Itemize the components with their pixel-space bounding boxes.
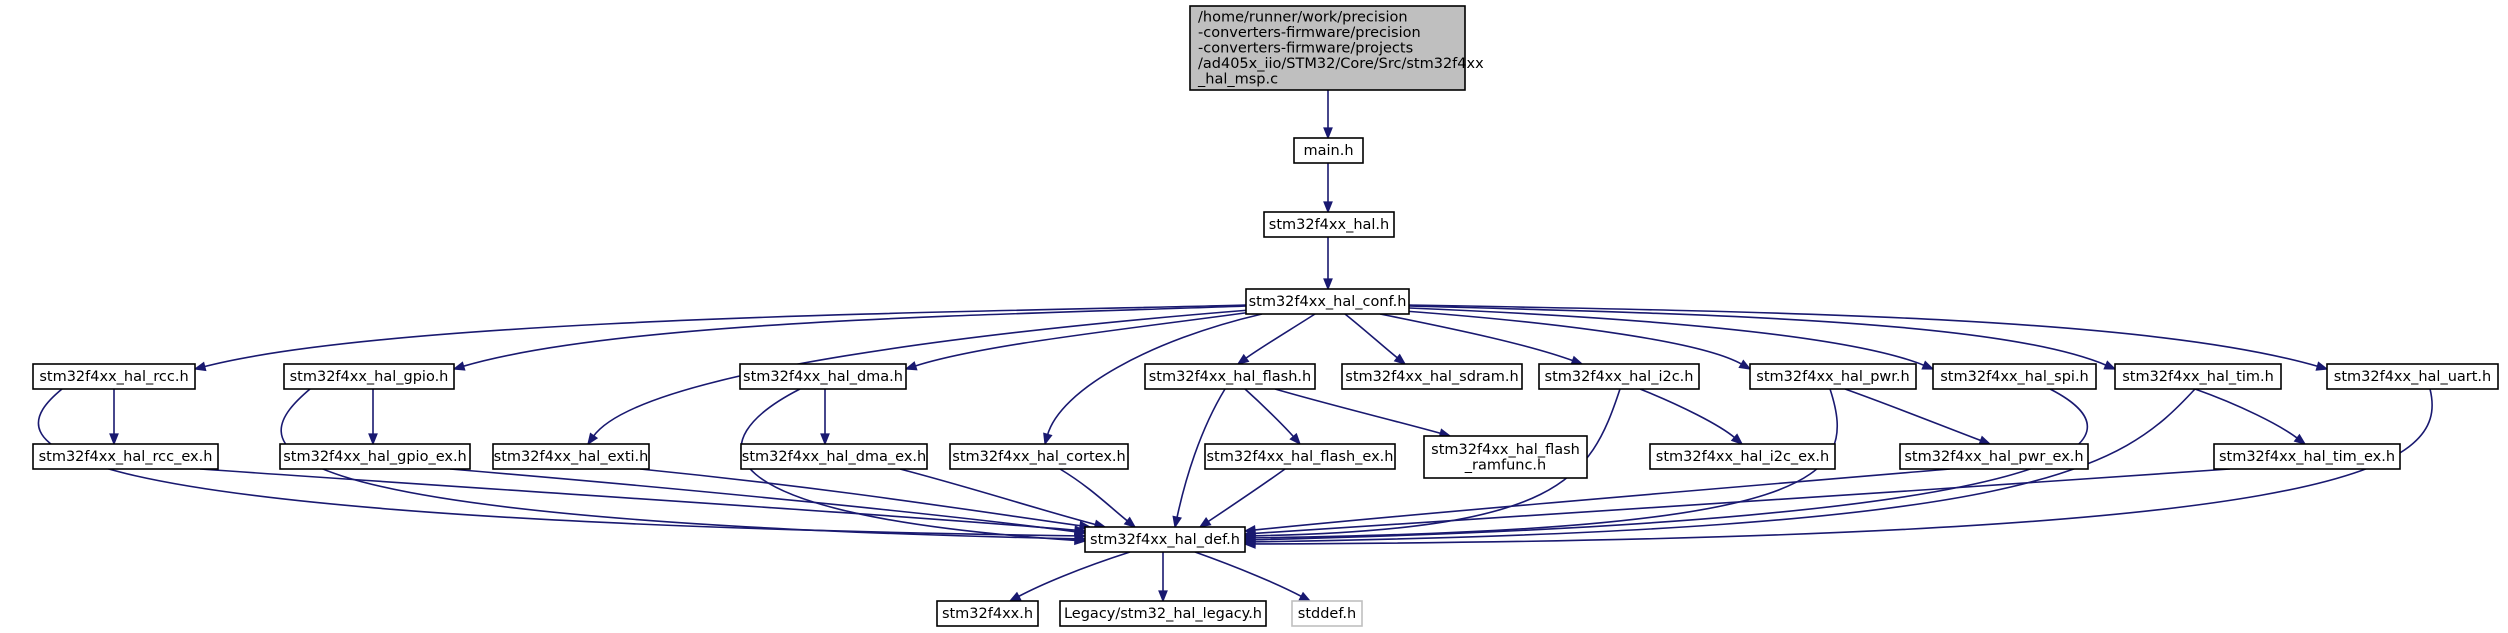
node-label: stm32f4xx_hal_exti.h [494,449,649,465]
graph-edges [37,90,2433,603]
edge-rcc_h-to-rcc_ex_h [109,389,119,446]
node-label: main.h [1303,143,1353,159]
node-dma-h[interactable]: stm32f4xx_hal_dma.h [739,363,907,390]
node-flash-ex-h[interactable]: stm32f4xx_hal_flash_ex.h [1204,443,1396,470]
node-label: stm32f4xx_hal_tim.h [2122,369,2274,385]
edge-def_h-to-stm32f4xx_h [1008,551,1131,602]
edge-flash_ex_h-to-def_h [1198,468,1286,528]
node-exti-h[interactable]: stm32f4xx_hal_exti.h [492,443,650,470]
node-label: /home/runner/work/precision [1198,10,1408,26]
node-label: stm32f4xx.h [942,606,1033,622]
edge-gpio_ex_h-to-def_h [449,468,1087,537]
node-label: stm32f4xx_hal_flash_ex.h [1207,449,1394,465]
edge-conf_h-to-pwr_h [1403,310,1752,370]
node-cortex-h[interactable]: stm32f4xx_hal_cortex.h [949,443,1129,470]
node-def-h[interactable]: stm32f4xx_hal_def.h [1084,526,1246,553]
edge-pwr_ex_h-to-def_h [1243,468,1951,535]
edge-gpio_h-to-gpio_ex_h [368,389,378,446]
node-label: stm32f4xx_hal_rcc_ex.h [39,449,213,465]
node-label: stm32f4xx_hal_conf.h [1249,294,1407,310]
edge-conf_h-to-sdram_h [1344,313,1407,366]
edge-conf_h-to-spi_h [1408,307,1935,370]
node-main-h[interactable]: main.h [1293,137,1364,164]
node-label: stm32f4xx_hal_rcc.h [39,369,188,385]
node-label: Legacy/stm32_hal_legacy.h [1064,606,1262,622]
edge-pwr_h-to-pwr_ex_h [1844,388,1992,445]
node-conf-h[interactable]: stm32f4xx_hal_conf.h [1245,288,1410,315]
edge-main_h-to-hal_h [1323,163,1333,214]
edge-dma_h-to-dma_ex_h [820,389,830,446]
node-label: stm32f4xx_hal_uart.h [2334,369,2491,385]
edge-root-to-main_h [1323,90,1333,140]
node-legacy-h[interactable]: Legacy/stm32_hal_legacy.h [1059,600,1267,627]
node-sdram-h[interactable]: stm32f4xx_hal_sdram.h [1341,363,1523,390]
node-pwr-ex-h[interactable]: stm32f4xx_hal_pwr_ex.h [1899,443,2089,470]
edge-conf_h-to-uart_h [1408,304,2329,371]
node-label: stddef.h [1298,606,1356,622]
edge-exti_h-to-def_h [639,468,1092,531]
edge-conf_h-to-cortex_h [1043,313,1263,446]
edge-flash_h-to-def_h [1172,388,1226,529]
node-label: _hal_msp.c [1197,72,1278,88]
node-pwr-h[interactable]: stm32f4xx_hal_pwr.h [1749,363,1917,390]
node-gpio-h[interactable]: stm32f4xx_hal_gpio.h [283,363,455,390]
node-label: stm32f4xx_hal_gpio.h [290,369,449,385]
node-rcc-h[interactable]: stm32f4xx_hal_rcc.h [32,363,196,390]
node-label: stm32f4xx_hal_pwr_ex.h [1904,449,2083,465]
node-tim-ex-h[interactable]: stm32f4xx_hal_tim_ex.h [2213,443,2401,470]
edge-uart_h-to-def_h [1243,388,2433,549]
node-label: stm32f4xx_hal_pwr.h [1756,369,1909,385]
node-uart-h[interactable]: stm32f4xx_hal_uart.h [2326,363,2499,390]
node-i2c-h[interactable]: stm32f4xx_hal_i2c.h [1538,363,1700,390]
edge-hal_h-to-conf_h [1323,237,1333,291]
node-stddef-h[interactable]: stddef.h [1291,600,1363,627]
edge-dma_h-to-def_h [740,388,1087,546]
node-i2c-ex-h[interactable]: stm32f4xx_hal_i2c_ex.h [1649,443,1836,470]
node-label: -converters-firmware/projects [1198,41,1413,57]
edge-def_h-to-legacy_h [1158,552,1168,603]
edge-tim_ex_h-to-def_h [1243,468,2231,539]
node-label: stm32f4xx_hal_tim_ex.h [2219,449,2395,465]
edge-i2c_h-to-i2c_ex_h [1639,388,1744,446]
node-label: stm32f4xx_hal_i2c_ex.h [1656,449,1829,465]
node-label: stm32f4xx_hal_spi.h [1940,369,2089,385]
node-tim-h[interactable]: stm32f4xx_hal_tim.h [2114,363,2282,390]
node-hal-h[interactable]: stm32f4xx_hal.h [1263,211,1395,238]
node-stm32f4xx-h[interactable]: stm32f4xx.h [936,600,1039,627]
edge-conf_h-to-exti_h [587,309,1251,446]
node-label: stm32f4xx_hal_dma.h [743,369,903,385]
edge-conf_h-to-flash_h [1236,313,1316,365]
edge-flash_h-to-flash_ex_h [1244,388,1302,446]
node-label: stm32f4xx_hal_i2c.h [1545,369,1694,385]
edge-def_h-to-stddef_h [1194,551,1312,602]
edge-tim_h-to-tim_ex_h [2194,388,2307,445]
node-dma-ex-h[interactable]: stm32f4xx_hal_dma_ex.h [740,443,928,470]
node-flash-h[interactable]: stm32f4xx_hal_flash.h [1144,363,1316,390]
graph-nodes: /home/runner/work/precision-converters-f… [32,5,2499,627]
node-flash-ramfunc-h[interactable]: stm32f4xx_hal_flash_ramfunc.h [1423,435,1588,479]
edge-conf_h-to-tim_h [1408,305,2117,370]
node-label: stm32f4xx_hal_flash.h [1149,369,1311,385]
edge-conf_h-to-rcc_h [193,304,1247,372]
node-label: stm32f4xx_hal_dma_ex.h [742,449,926,465]
edge-conf_h-to-dma_h [904,311,1253,371]
edge-conf_h-to-i2c_h [1379,313,1584,365]
node-label: /ad405x_iio/STM32/Core/Src/stm32f4xx [1198,56,1484,72]
node-label: stm32f4xx_hal_gpio_ex.h [283,449,467,465]
node-spi-h[interactable]: stm32f4xx_hal_spi.h [1932,363,2097,390]
edge-cortex_h-to-def_h [1059,468,1137,529]
node-root[interactable]: /home/runner/work/precision-converters-f… [1189,5,1484,91]
node-label: stm32f4xx_hal_sdram.h [1345,369,1518,385]
node-label: stm32f4xx_hal_cortex.h [952,449,1125,465]
edge-flash_h-to-flash_ramfunc_h [1274,388,1452,438]
node-rcc-ex-h[interactable]: stm32f4xx_hal_rcc_ex.h [32,443,219,470]
node-label: stm32f4xx_hal_flash [1431,442,1580,458]
node-gpio-ex-h[interactable]: stm32f4xx_hal_gpio_ex.h [279,443,471,470]
node-label: stm32f4xx_hal.h [1269,217,1389,233]
node-label: -converters-firmware/precision [1198,25,1421,41]
edge-conf_h-to-gpio_h [452,305,1249,371]
node-label: stm32f4xx_hal_def.h [1090,532,1240,548]
node-label: _ramfunc.h [1464,457,1546,473]
